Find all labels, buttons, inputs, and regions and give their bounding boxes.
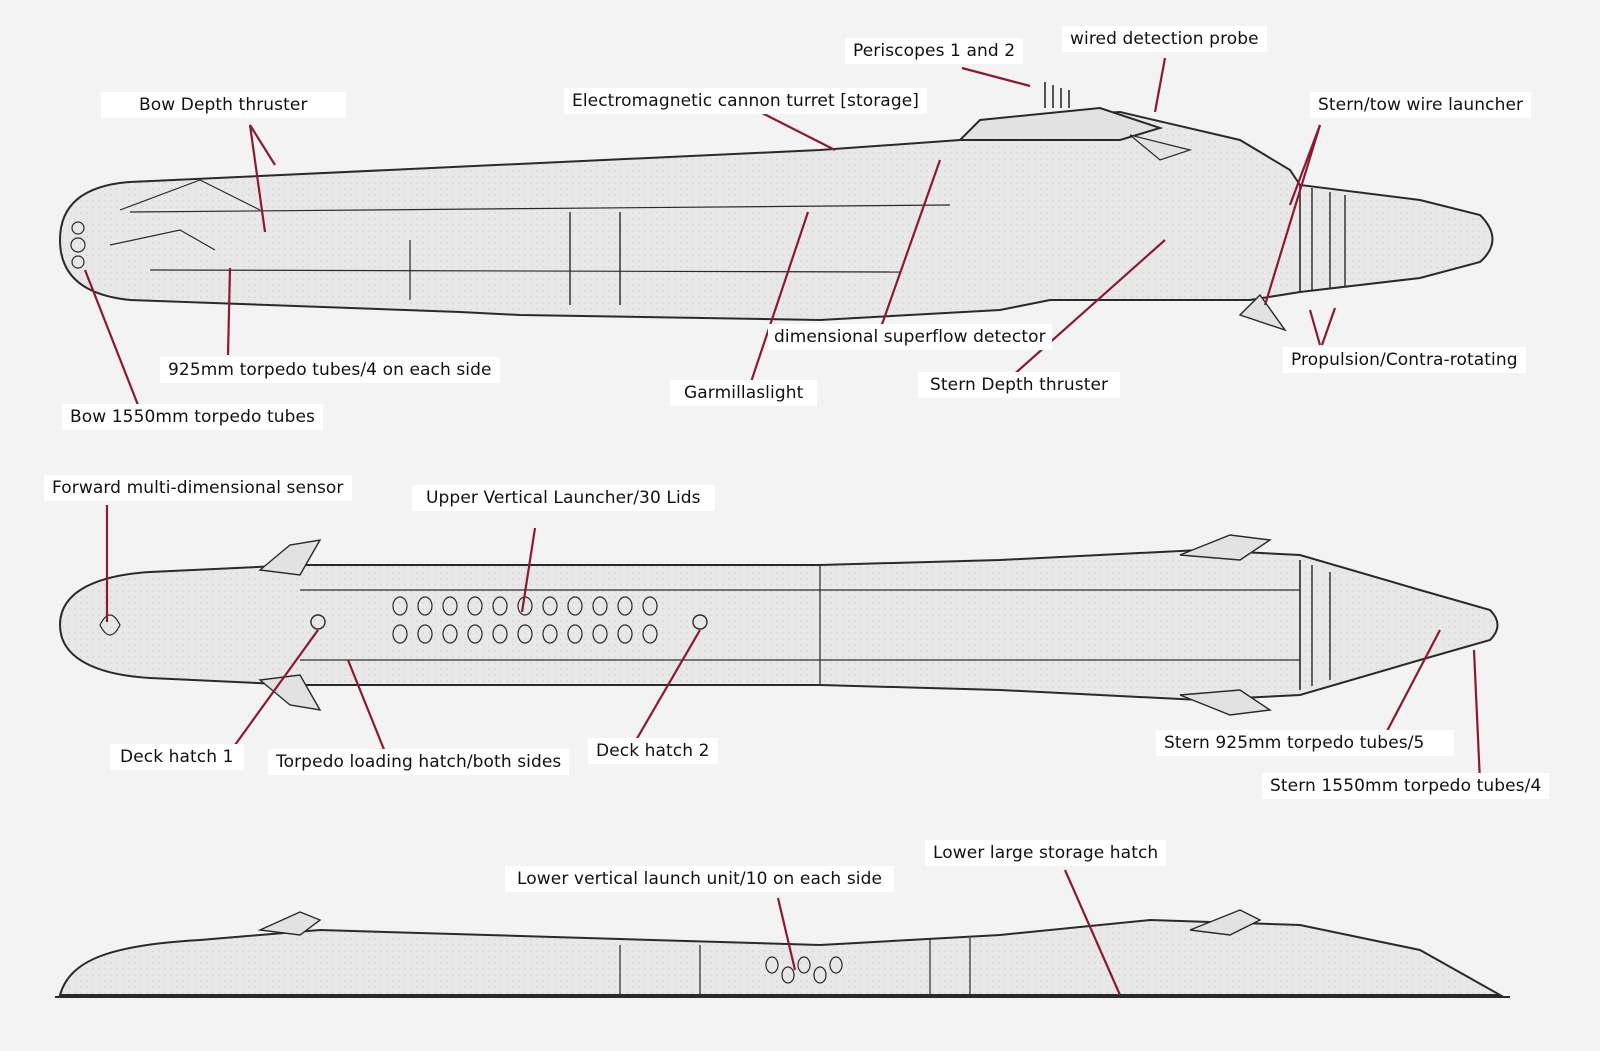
vls-lid [592,624,608,644]
leader-torpedo-loading [346,659,387,753]
vls-lid [392,596,408,616]
top-view [58,534,1499,716]
label-em-cannon: Electromagnetic cannon turret [storage] [564,88,928,114]
vls-lid [567,624,583,644]
top-hull [58,548,1499,702]
leader-garmillaslight [748,211,810,386]
label-dimensional-superflow: dimensional superflow detector [768,324,1052,350]
vls-lid [642,596,658,616]
label-stern-depth-thruster: Stern Depth thruster [918,372,1121,398]
vls-lid [617,624,633,644]
periscopes-icon [1044,82,1070,108]
leader-propulsion-b [1320,307,1337,346]
side-conning-tower [957,106,1164,141]
label-garmillaslight: Garmillaslight [670,380,818,406]
leader-tow-wire-a [1263,124,1322,306]
vls-lid [392,624,408,644]
label-periscopes: Periscopes 1 and 2 [845,38,1024,64]
lower-hull [58,918,1504,996]
leader-upper-vls [520,527,537,613]
leader-bow-thruster-a [248,124,267,233]
leader-periscopes [961,66,1031,88]
leader-tow-wire-b [1288,124,1322,206]
vls-lid [467,624,483,644]
label-forward-sensor: Forward multi-dimensional sensor [44,475,352,501]
lower-vls-icons [765,956,843,984]
label-wired-probe: wired detection probe [1062,26,1267,52]
leader-lower-vls [776,897,797,971]
label-propulsion: Propulsion/Contra-rotating [1283,347,1526,373]
vls-lid [542,596,558,616]
label-stern-tow-wire: Stern/tow wire launcher [1310,92,1532,118]
vls-lid [492,596,508,616]
vls-lid [592,596,608,616]
leader-torpedo-925 [226,267,232,356]
leader-lines [83,57,1482,996]
leader-stern-1550 [1472,649,1482,783]
label-stern-925: Stern 925mm torpedo tubes/5 [1156,730,1455,756]
deck-hatch-1-icon [310,614,326,630]
label-stern-1550: Stern 1550mm torpedo tubes/4 [1262,773,1550,799]
vls-lid [467,596,483,616]
label-deck-hatch-2: Deck hatch 2 [588,738,718,764]
label-lower-storage: Lower large storage hatch [925,840,1167,866]
leader-bow-thruster-b [249,124,276,166]
leader-lower-storage [1063,869,1122,996]
label-torpedo-loading: Torpedo loading hatch/both sides [268,749,570,775]
vls-lid [417,596,433,616]
leader-em-cannon [759,111,836,151]
deck-hatch-2-icon [692,614,708,630]
vls-lid [567,596,583,616]
vls-lid [442,596,458,616]
label-lower-vls: Lower vertical launch unit/10 on each si… [505,866,895,892]
label-bow-1550: Bow 1550mm torpedo tubes [62,404,324,430]
label-bow-depth-thruster: Bow Depth thruster [101,92,346,118]
vls-lid [542,624,558,644]
label-upper-vls: Upper Vertical Launcher/30 Lids [412,485,715,511]
label-torpedo-925: 925mm torpedo tubes/4 on each side [160,357,500,383]
lower-view [55,909,1510,998]
leader-propulsion-a [1308,309,1322,346]
upper-vls-lids [392,596,658,644]
vls-lid [442,624,458,644]
vls-lid [517,624,533,644]
vls-lid [417,624,433,644]
side-hull [58,110,1494,322]
leader-bow-1550 [83,269,140,406]
leader-stern-925 [1384,629,1441,736]
label-deck-hatch-1: Deck hatch 1 [110,744,244,770]
vls-lid [617,596,633,616]
leader-superflow [878,159,942,331]
leader-wired-probe [1153,57,1167,113]
vls-lid [642,624,658,644]
leader-deck-hatch-2 [634,629,701,743]
leader-stern-depth [1009,239,1166,379]
leader-deck-hatch-1 [234,629,319,746]
vls-lid [492,624,508,644]
